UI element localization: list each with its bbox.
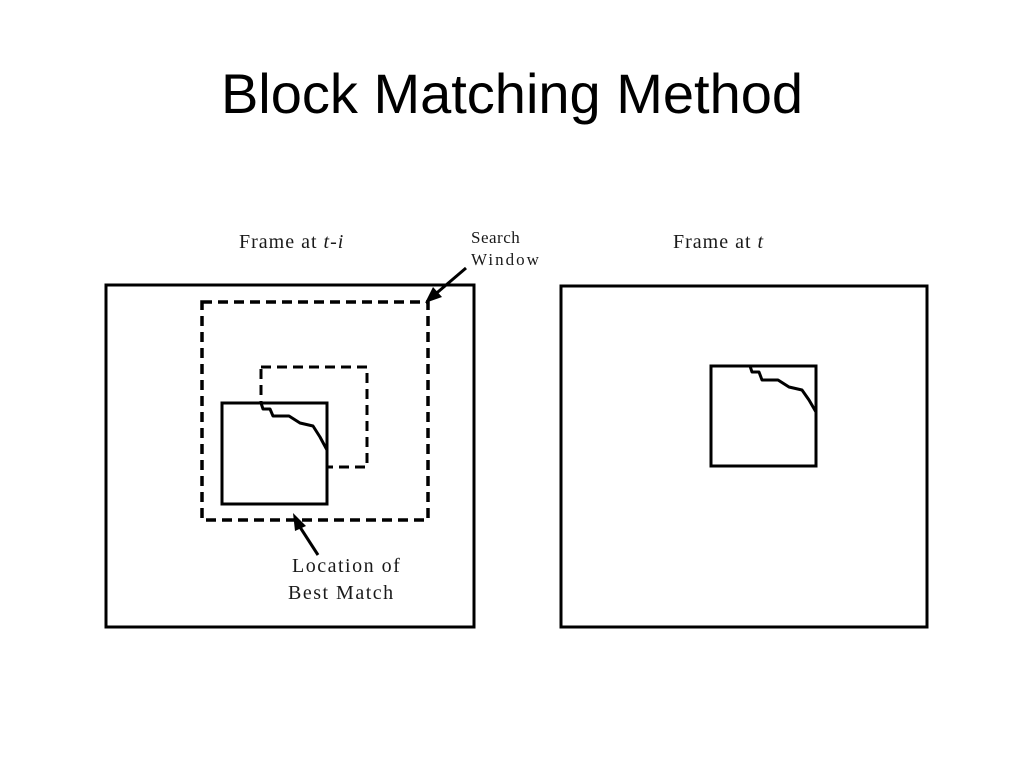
- left-frame: [104, 283, 476, 629]
- right-frame-label-prefix: Frame at: [673, 231, 758, 253]
- right-frame: [559, 284, 929, 629]
- left-feature-contour: [259, 402, 329, 451]
- search-window-arrow-line: [431, 266, 467, 299]
- right-frame-label: Frame at t: [673, 231, 764, 253]
- search-window-arrowhead: [425, 287, 442, 303]
- right-frame-label-var: t: [758, 231, 765, 253]
- search-window-label-line2: Window: [471, 250, 541, 269]
- search-window: [200, 300, 430, 522]
- current-block: [709, 364, 818, 468]
- left-frame-label: Frame at t-i: [239, 231, 344, 253]
- best-match-arrowhead: [293, 513, 306, 531]
- slide-title: Block Matching Method: [220, 62, 804, 125]
- best-match-block: [220, 401, 329, 506]
- left-frame-label-var: t-i: [324, 231, 345, 253]
- left-frame-label-prefix: Frame at: [239, 231, 324, 253]
- best-match-label-line1: Location of: [292, 555, 401, 577]
- search-window-label-line1: Search: [471, 228, 520, 247]
- right-feature-contour: [748, 365, 818, 413]
- best-match-arrow-line: [296, 523, 320, 556]
- best-match-label-line2: Best Match: [288, 582, 395, 604]
